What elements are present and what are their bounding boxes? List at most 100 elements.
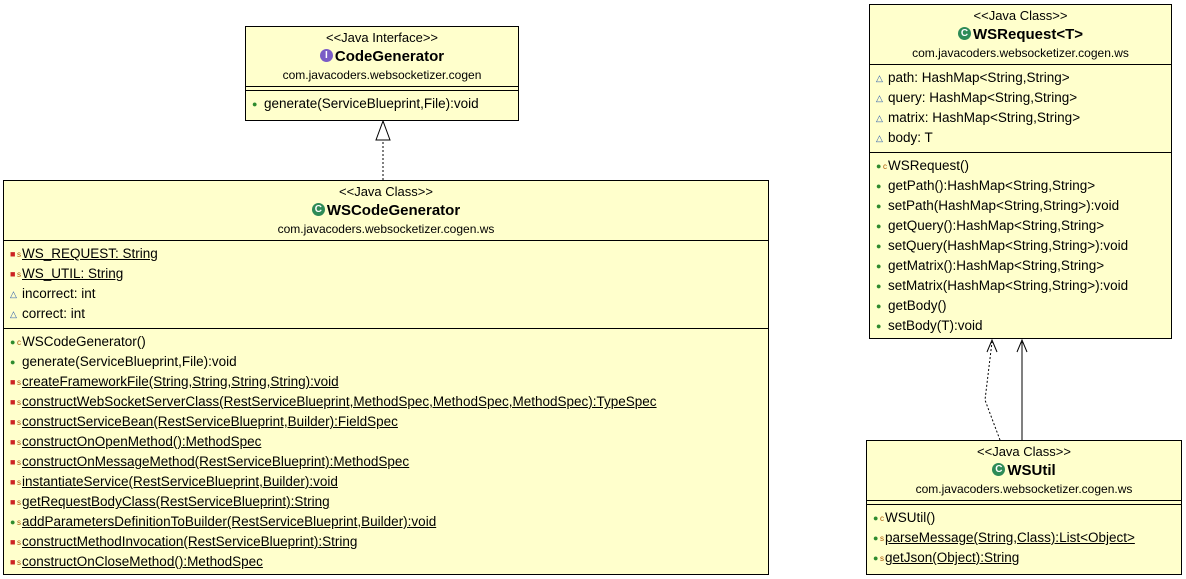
member-text: WSRequest(): [888, 158, 970, 173]
public-icon: ●: [876, 201, 882, 212]
member-text: parseMessage(String,Class):List<Object>: [885, 530, 1135, 545]
modifier-icon: c: [17, 338, 21, 347]
member-text: correct: int: [22, 306, 86, 321]
member-text: getRequestBodyClass(RestServiceBlueprint…: [22, 494, 330, 509]
member-row: △ incorrect: int: [4, 284, 768, 304]
member-row: △ correct: int: [4, 304, 768, 324]
modifier-icon: c: [880, 514, 884, 523]
member-row: △body: T: [870, 128, 1171, 148]
member-text: createFrameworkFile(String,String,String…: [22, 374, 339, 389]
package-icon: △: [876, 113, 883, 124]
member-row: ●generate(ServiceBlueprint,File):void: [4, 352, 768, 372]
member-text: getJson(Object):String: [885, 550, 1020, 565]
member-row: ●getBody(): [870, 296, 1171, 316]
member-text: generate(ServiceBlueprint,File):void: [22, 354, 237, 369]
stereotype: <<Java Class>>: [339, 184, 433, 199]
member-text: generate(ServiceBlueprint,File):void: [264, 96, 479, 111]
private-icon: ■: [10, 457, 16, 468]
member-row: ● setQuery(HashMap<String,String>):void: [870, 236, 1171, 256]
methods-section: ● generate(ServiceBlueprint,File):void: [246, 91, 518, 118]
dependency-arrowhead: [986, 338, 998, 353]
member-row: ●getQuery():HashMap<String,String>: [870, 216, 1171, 236]
modifier-icon: s: [17, 270, 21, 279]
member-text: query: HashMap<String,String>: [888, 90, 1078, 105]
member-text: matrix: HashMap<String,String>: [888, 110, 1081, 125]
member-text: body: T: [888, 130, 933, 145]
public-icon: ●: [10, 517, 16, 528]
private-icon: ■: [10, 397, 16, 408]
member-row: ●setPath(HashMap<String,String>):void: [870, 196, 1171, 216]
package-icon: △: [10, 309, 17, 320]
stereotype: <<Java Class>>: [973, 8, 1068, 23]
fields-section: △path: HashMap<String,String>△query: Has…: [870, 65, 1171, 153]
package-icon: △: [876, 73, 883, 84]
modifier-icon: s: [17, 558, 21, 567]
member-row: ● generate(ServiceBlueprint,File):void: [246, 94, 518, 114]
class-icon: C: [957, 26, 971, 40]
public-icon: ●: [876, 181, 882, 192]
member-text: addParametersDefinitionToBuilder(RestSer…: [22, 514, 437, 529]
member-text: constructMethodInvocation(RestServiceBlu…: [22, 534, 358, 549]
modifier-icon: s: [17, 498, 21, 507]
member-text: WS_UTIL: String: [22, 266, 124, 281]
modifier-icon: s: [17, 250, 21, 259]
member-row: ●setMatrix(HashMap<String,String>):void: [870, 276, 1171, 296]
fields-section: [867, 501, 1181, 505]
member-text: incorrect: int: [22, 286, 96, 301]
member-text: setMatrix(HashMap<String,String>):void: [888, 278, 1129, 293]
private-icon: ■: [10, 437, 16, 448]
public-icon: ●: [873, 553, 879, 564]
fields-section: [246, 87, 518, 91]
private-icon: ■: [10, 537, 16, 548]
package-name: com.javacoders.websocketizer.cogen.ws: [915, 482, 1133, 496]
modifier-icon: s: [17, 398, 21, 407]
member-text: WSUtil(): [885, 510, 936, 525]
stereotype: <<Java Class>>: [977, 444, 1071, 459]
member-text: constructOnOpenMethod():MethodSpec: [22, 434, 262, 449]
dependency-line: [984, 341, 1001, 441]
modifier-icon: s: [17, 378, 21, 387]
member-row: ● getPath():HashMap<String,String>: [870, 176, 1171, 196]
public-icon: ●: [252, 99, 258, 110]
public-icon: ●: [876, 221, 882, 232]
public-icon: ●: [873, 513, 879, 524]
package-icon: △: [876, 93, 883, 104]
private-icon: ■: [10, 249, 16, 260]
public-icon: ●: [876, 161, 882, 172]
member-text: getPath():HashMap<String,String>: [888, 178, 1096, 193]
member-text: getMatrix():HashMap<String,String>: [888, 258, 1105, 273]
public-icon: ●: [873, 533, 879, 544]
public-icon: ●: [876, 241, 882, 252]
modifier-icon: s: [880, 534, 884, 543]
member-text: instantiateService(RestServiceBlueprint,…: [22, 474, 338, 489]
package-icon: △: [10, 289, 17, 300]
class-icon: C: [311, 202, 325, 216]
member-text: WS_REQUEST: String: [22, 246, 158, 261]
member-text: getBody(): [888, 298, 947, 313]
member-text: constructWebSocketServerClass(RestServic…: [22, 394, 657, 409]
private-icon: ■: [10, 497, 16, 508]
member-row: △path: HashMap<String,String>: [870, 68, 1171, 88]
interface-icon: I: [319, 48, 333, 62]
member-text: setQuery(HashMap<String,String>):void: [888, 238, 1129, 253]
